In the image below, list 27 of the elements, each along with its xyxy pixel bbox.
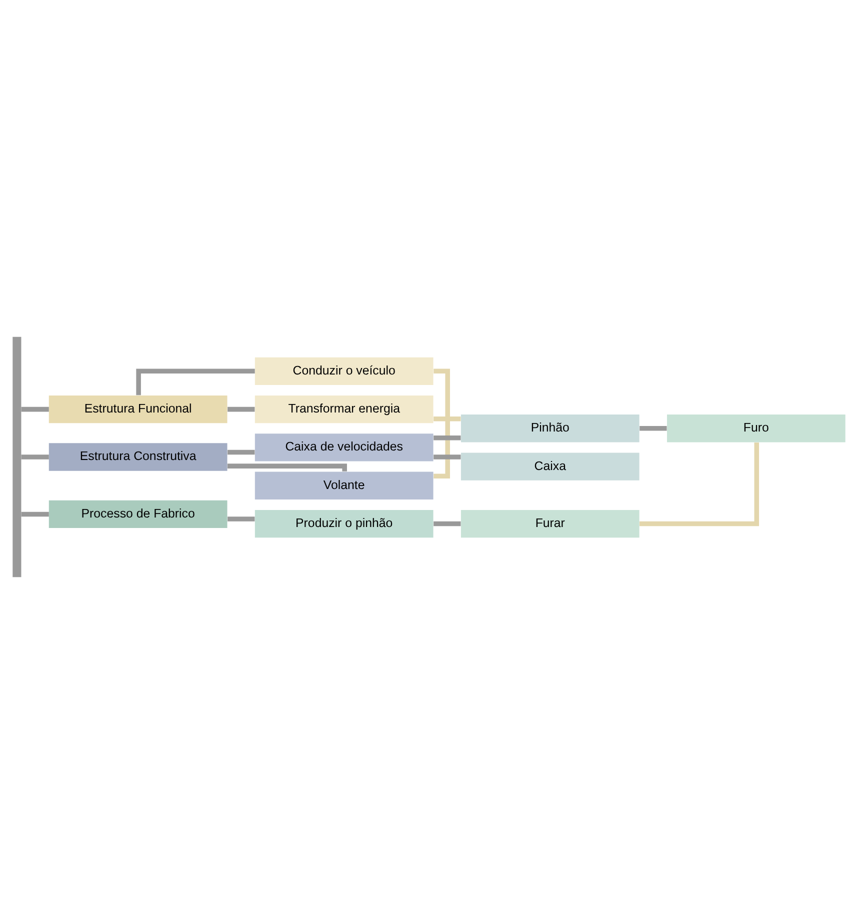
connector — [640, 426, 667, 430]
connector — [434, 520, 461, 526]
node-box: Volante — [254, 471, 434, 499]
node-box: Transformar energia — [254, 394, 434, 423]
node-box: Conduzir o veículo — [254, 356, 434, 384]
node-box: Furar — [460, 509, 640, 538]
node-bar — [12, 336, 22, 577]
connector — [434, 368, 450, 478]
connector — [227, 463, 347, 471]
connector — [640, 442, 760, 526]
connector — [434, 416, 461, 421]
connector — [228, 516, 255, 521]
node-box: Pinhão — [460, 414, 640, 442]
node-box: Produzir o pinhão — [254, 509, 434, 538]
connector — [228, 449, 255, 454]
node-box: Caixa de velocidades — [254, 433, 434, 461]
connector — [434, 454, 461, 459]
connector — [434, 435, 461, 440]
node-box: Processo de Fabrico — [48, 500, 228, 528]
node-box: Caixa — [460, 452, 640, 480]
connector — [21, 406, 49, 412]
connector — [228, 406, 255, 412]
node-box: Estrutura Construtiva — [48, 442, 228, 470]
connector — [21, 454, 49, 459]
connector — [21, 511, 49, 516]
node-box: Furo — [666, 414, 846, 442]
node-box: Estrutura Funcional — [48, 394, 228, 423]
